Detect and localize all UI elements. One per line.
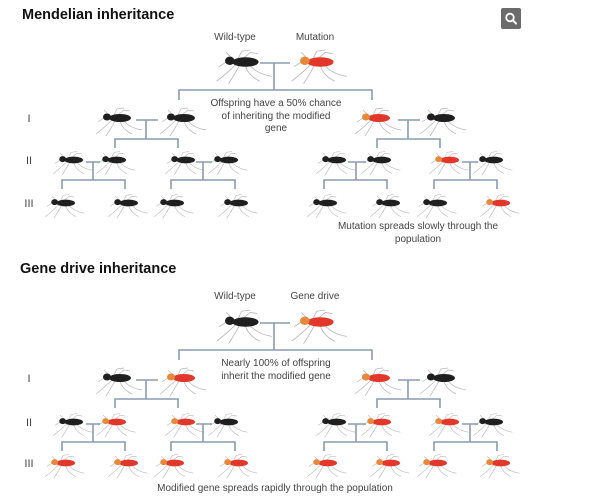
mosquito-gen-1-wild bbox=[95, 107, 143, 137]
mosquito-gen-3-wild bbox=[417, 194, 457, 219]
mosquito-gen-3-wild bbox=[370, 194, 410, 219]
mosquito-gen-3-wild bbox=[218, 194, 258, 219]
mosquito-gen-2-wild bbox=[165, 151, 205, 176]
mosquito-gen-2-modified bbox=[361, 413, 401, 438]
mosquito-gen-1-modified bbox=[159, 367, 207, 397]
mosquito-gen-2-wild bbox=[208, 413, 248, 438]
pedigree-connector bbox=[433, 423, 498, 451]
pedigree-connector bbox=[323, 161, 388, 189]
mendelian-caption-line-2: population bbox=[395, 234, 441, 245]
mosquito-gen-2-wild bbox=[361, 151, 401, 176]
mendelian-caption-line-1: Mutation spreads slowly through the bbox=[338, 221, 499, 232]
gene-drive-caption: Modified gene spreads rapidly through th… bbox=[157, 483, 393, 494]
mosquito-gen-2-wild bbox=[316, 413, 356, 438]
generation-label-1: I bbox=[27, 373, 30, 385]
generation-label-3: III bbox=[24, 458, 33, 470]
pedigree-connector bbox=[61, 161, 126, 189]
mosquito-gen-3-modified bbox=[154, 454, 194, 479]
mosquito-gen-3-modified bbox=[108, 454, 148, 479]
mendelian-note-line-3: gene bbox=[265, 123, 288, 134]
gene-drive-tree bbox=[45, 309, 520, 479]
mosquito-gen-2-modified bbox=[96, 413, 136, 438]
mosquito-gen-3-modified bbox=[480, 194, 520, 219]
generation-label-2: II bbox=[26, 417, 32, 429]
mosquito-gen-3-wild bbox=[45, 194, 85, 219]
parent-mosquito-modified bbox=[291, 49, 347, 84]
pedigree-connector bbox=[178, 322, 373, 360]
mendelian-note-line-1: Offspring have a 50% chance bbox=[210, 98, 341, 109]
gene-drive-note-line-1: Nearly 100% of offspring bbox=[221, 358, 330, 369]
mosquito-gen-1-wild bbox=[159, 107, 207, 137]
pedigree-connector bbox=[170, 423, 236, 451]
mosquito-gen-2-wild bbox=[53, 413, 93, 438]
mosquito-gen-2-wild bbox=[316, 151, 356, 176]
mosquito-gen-1-modified bbox=[354, 367, 402, 397]
parent-label-mutation: Mutation bbox=[296, 32, 334, 43]
mosquito-gen-2-modified bbox=[429, 151, 469, 176]
mendelian-note-line-2: of inheriting the modified bbox=[222, 111, 331, 122]
parent-label-wild-type: Wild-type bbox=[214, 32, 256, 43]
pedigree-connector bbox=[323, 423, 388, 451]
mendelian-title: Mendelian inheritance bbox=[22, 7, 174, 23]
pedigree-connector bbox=[114, 119, 179, 148]
mosquito-gen-2-wild bbox=[473, 413, 513, 438]
pedigree-connector bbox=[376, 379, 441, 408]
parent-mosquito-modified bbox=[291, 309, 347, 344]
mosquito-gen-3-modified bbox=[218, 454, 258, 479]
mosquito-gen-2-wild bbox=[53, 151, 93, 176]
mosquito-gen-1-wild bbox=[95, 367, 143, 397]
pedigree-connector bbox=[433, 161, 498, 189]
pedigree-connector bbox=[178, 62, 373, 100]
mosquito-gen-2-wild bbox=[96, 151, 136, 176]
generation-label-2: II bbox=[26, 155, 32, 167]
mosquito-gen-3-wild bbox=[307, 194, 347, 219]
mosquito-gen-1-wild bbox=[419, 367, 467, 397]
mosquito-gen-1-wild bbox=[419, 107, 467, 137]
search-icon bbox=[505, 12, 517, 25]
parent-label-gene-drive: Gene drive bbox=[291, 291, 340, 302]
pedigree-connector bbox=[376, 119, 441, 148]
mosquito-gen-3-modified bbox=[417, 454, 457, 479]
mosquito-gen-1-modified bbox=[354, 107, 402, 137]
parent-mosquito-wild-type bbox=[216, 309, 272, 344]
gene-drive-note-line-2: inherit the modified gene bbox=[221, 371, 331, 382]
generation-label-3: III bbox=[24, 198, 33, 210]
parent-mosquito-wild-type bbox=[216, 49, 272, 84]
mosquito-gen-3-modified bbox=[45, 454, 85, 479]
generation-label-1: I bbox=[27, 113, 30, 125]
mosquito-gen-2-wild bbox=[208, 151, 248, 176]
pedigree-connector bbox=[114, 379, 179, 408]
mosquito-gen-2-modified bbox=[429, 413, 469, 438]
mosquito-gen-3-wild bbox=[108, 194, 148, 219]
mosquito-gen-2-modified bbox=[165, 413, 205, 438]
search-button[interactable] bbox=[501, 8, 521, 29]
pedigree-connector bbox=[170, 161, 236, 189]
gene-drive-title: Gene drive inheritance bbox=[20, 261, 176, 277]
mosquito-gen-3-modified bbox=[307, 454, 347, 479]
mosquito-gen-3-modified bbox=[370, 454, 410, 479]
mosquito-gen-3-wild bbox=[154, 194, 194, 219]
parent-label-wild-type: Wild-type bbox=[214, 291, 256, 302]
mendelian-tree bbox=[45, 49, 520, 219]
mosquito-gen-2-wild bbox=[473, 151, 513, 176]
mosquito-gen-3-modified bbox=[480, 454, 520, 479]
pedigree-connector bbox=[61, 423, 126, 451]
